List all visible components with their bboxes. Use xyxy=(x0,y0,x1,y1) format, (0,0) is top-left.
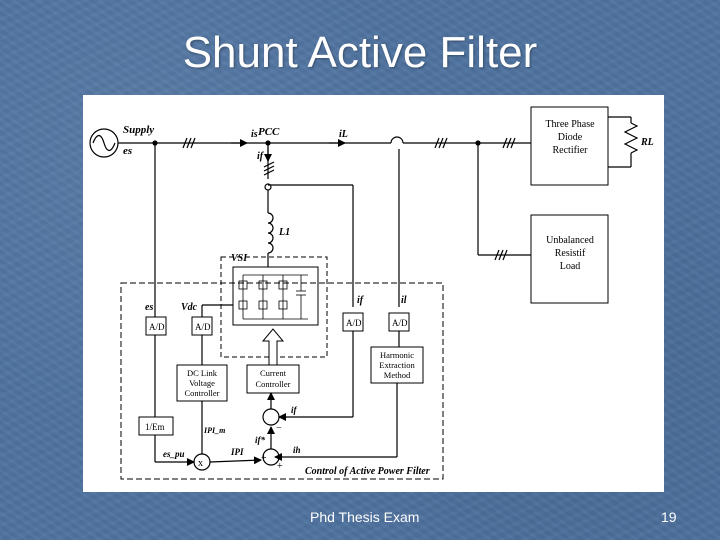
gain-label: 1/Em xyxy=(145,422,165,432)
multiplier-symbol: x xyxy=(198,458,203,469)
dc-link-label-2: Voltage xyxy=(189,378,215,388)
pcc-label: PCC xyxy=(258,126,280,138)
unbalanced-load-block xyxy=(530,214,609,304)
rectifier-block xyxy=(530,106,609,186)
load-resistor-label: RL xyxy=(640,137,654,148)
main-bus-line xyxy=(118,136,531,149)
load-current-label: iL xyxy=(339,129,348,140)
slide-title: Shunt Active Filter xyxy=(182,28,538,77)
unbalanced-load-label-3: Load xyxy=(560,261,581,272)
control-boundary xyxy=(120,282,444,480)
supply-source xyxy=(89,128,119,158)
source-current-label: is xyxy=(251,129,258,140)
adc-supply xyxy=(145,316,167,336)
feedback-if-label: if xyxy=(291,405,298,415)
iref-label: if* xyxy=(255,435,265,445)
current-controller-label-1: Current xyxy=(260,368,287,378)
control-caption: Control of Active Power Filter xyxy=(305,466,430,477)
harmonic-label-2: Extraction xyxy=(379,360,415,370)
dc-link-label-1: DC Link xyxy=(187,368,218,378)
control-il-label: il xyxy=(401,295,407,306)
sj1-minus: − xyxy=(276,423,282,434)
rectifier-label-2: Diode xyxy=(558,132,583,143)
control-if-label: if xyxy=(357,295,365,306)
filter-current-label: if xyxy=(257,151,265,162)
footer-text: Phd Thesis Exam xyxy=(310,509,420,525)
dc-link-label-3: Controller xyxy=(185,388,220,398)
page-number: 19 xyxy=(661,509,677,525)
adc-filter-label: A/D xyxy=(346,318,362,328)
gain-block xyxy=(138,416,174,436)
inductor-l1 xyxy=(267,212,274,254)
vsi-switches xyxy=(238,274,308,320)
circuit-diagram: Supply es is PCC iL Three Phase Diode Re… xyxy=(83,95,664,492)
supply-voltage-label: es xyxy=(123,145,132,157)
supply-label: Supply xyxy=(123,124,154,136)
adc-load-label: A/D xyxy=(392,318,408,328)
harmonic-label-1: Harmonic xyxy=(380,350,414,360)
sj2-plus-a: + xyxy=(261,453,267,464)
gate-signal-arrow xyxy=(261,328,285,366)
current-controller-label-2: Controller xyxy=(256,379,291,389)
control-es-label: es xyxy=(145,302,153,313)
rectifier-label-1: Three Phase xyxy=(545,119,595,130)
ipi-m-label: IPI_m xyxy=(203,426,225,435)
harmonic-label-3: Method xyxy=(384,370,411,380)
ih-label: ih xyxy=(293,445,301,455)
vdc-label: Vdc xyxy=(181,302,198,313)
load-resistor xyxy=(608,116,639,168)
vsi-label: VSI xyxy=(231,253,248,264)
vsi-block xyxy=(232,266,319,326)
inductor-label: L1 xyxy=(278,227,290,238)
unbalanced-load-label-2: Resistif xyxy=(555,248,586,259)
es-pu-label: es_pu xyxy=(163,449,185,459)
rectifier-label-3: Rectifier xyxy=(553,145,589,156)
sj2-plus-b: + xyxy=(277,461,283,472)
unbalanced-load-label-1: Unbalanced xyxy=(546,235,594,246)
adc-vdc-label: A/D xyxy=(195,322,211,332)
adc-supply-label: A/D xyxy=(149,322,165,332)
ipi-label: IPI xyxy=(230,447,244,457)
summing-junction-2 xyxy=(262,448,280,466)
